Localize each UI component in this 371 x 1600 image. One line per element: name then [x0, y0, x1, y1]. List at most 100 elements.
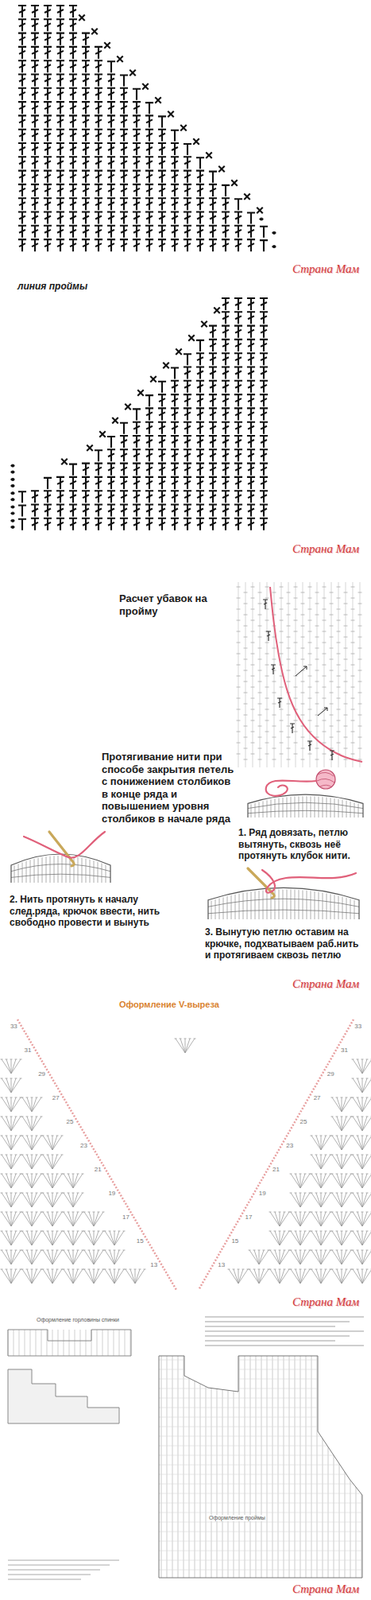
- stitch-symbol: [69, 225, 77, 237]
- chart-tick: [272, 669, 277, 671]
- stitch-symbol: [171, 463, 178, 475]
- chart-tick: [343, 680, 348, 682]
- fabric-hatch: [211, 900, 213, 919]
- grid-line: [322, 1350, 324, 1581]
- stitch-symbol: [82, 197, 89, 209]
- chart-tick: [308, 686, 313, 688]
- chart-tick: [343, 703, 348, 704]
- stitch-symbol: [57, 88, 64, 100]
- stitch-symbol: [69, 33, 77, 45]
- stitch-symbol: [260, 339, 267, 351]
- stitch-symbol: [146, 129, 153, 141]
- stitch-symbol: [19, 129, 26, 141]
- chart-tick: [351, 675, 356, 677]
- grid-line: [154, 1463, 366, 1465]
- instruction-heading: Протягивание нити при способе закрытия п…: [101, 749, 237, 825]
- fabric-hatch: [235, 893, 236, 919]
- stitch-symbol: [57, 74, 64, 86]
- stitch-symbol: [44, 490, 51, 502]
- fan-stitch: [0, 1210, 23, 1226]
- stitch-symbol: [222, 197, 229, 209]
- fan-stitch: [104, 1248, 126, 1264]
- stitch-symbol: [133, 115, 140, 127]
- stitch-symbol: [247, 339, 255, 351]
- chart-tick: [351, 586, 356, 588]
- label-slot: 21: [93, 1165, 103, 1173]
- chart-tick: [258, 614, 263, 615]
- stitch-symbol: [235, 435, 242, 447]
- grid-line: [57, 1328, 59, 1355]
- chart-tick: [322, 742, 327, 743]
- stitch-symbol: [44, 115, 51, 127]
- fan-stitch: [351, 1115, 371, 1130]
- chart-tick: [251, 708, 256, 710]
- chart-tick: [251, 653, 256, 654]
- chart-tick: [265, 730, 270, 732]
- stitch-symbol: [171, 170, 178, 182]
- chart-tick: [286, 747, 291, 749]
- fan-stitch: [269, 1229, 291, 1245]
- fabric-hatch: [14, 864, 16, 882]
- stitch-symbol: [108, 61, 115, 72]
- fabric-hatch: [278, 797, 280, 817]
- chart-tick: [286, 658, 291, 660]
- fan-stitch: [62, 1191, 85, 1206]
- stitch-symbol: [133, 421, 140, 433]
- chart-tick: [358, 725, 363, 727]
- fabric-hatch: [302, 888, 304, 919]
- chart-tick: [286, 614, 291, 615]
- stitch-chart: [11, 297, 267, 530]
- fan-stitch: [310, 1210, 333, 1226]
- row-number: 29: [37, 1070, 47, 1078]
- stitch-symbol: [19, 19, 26, 31]
- chart-tick: [351, 697, 356, 699]
- chart-tick: [322, 653, 327, 654]
- chart-line: [352, 581, 354, 767]
- stitch-symbol: [158, 197, 166, 209]
- fabric-hatch: [306, 795, 308, 817]
- stitch-symbol: [31, 239, 39, 251]
- fan-stitch: [310, 1153, 333, 1168]
- chart-tick: [329, 703, 334, 704]
- chart-line: [274, 581, 275, 767]
- stitch-symbol: [57, 60, 64, 72]
- stitch-symbol: [57, 197, 64, 209]
- fan-stitch: [351, 1229, 371, 1245]
- grid-line: [244, 1350, 246, 1581]
- stitch-symbol: [171, 448, 178, 460]
- fabric-hatch: [270, 888, 272, 919]
- fan-stitch: [0, 1058, 23, 1073]
- stitch-symbol: [11, 505, 15, 508]
- fan-stitch: [269, 1210, 291, 1226]
- chart-tick: [322, 675, 327, 677]
- stitch-symbol: [146, 212, 153, 224]
- stitch-symbol: [184, 367, 191, 379]
- stitch-symbol: [120, 239, 128, 251]
- chart-line: [359, 581, 361, 767]
- stitch-symbol: [222, 463, 229, 475]
- stitch-symbol: [133, 129, 140, 141]
- stitch-symbol: [158, 421, 166, 433]
- fabric-hatch: [318, 796, 320, 817]
- text-line: [204, 1338, 336, 1340]
- chart-line: [324, 581, 325, 767]
- stitch-symbol: [197, 421, 204, 433]
- stitch-symbol: [247, 297, 255, 310]
- chart-tick: [308, 697, 313, 699]
- grid-line: [154, 1491, 366, 1493]
- stitch-symbol: [133, 184, 140, 196]
- grid-line: [85, 1328, 87, 1355]
- stitch-symbol: [57, 129, 64, 141]
- stitch-symbol: [158, 239, 166, 251]
- grid-line: [119, 1328, 120, 1355]
- chart-tick: [236, 586, 241, 588]
- stitch-symbol: [69, 156, 77, 168]
- fabric-hatch: [282, 888, 284, 919]
- fabric-hatch: [274, 797, 276, 817]
- stitch-symbol: [57, 101, 64, 113]
- fabric-hatch: [306, 889, 308, 919]
- stitch-symbol: [57, 156, 64, 168]
- grid-line: [96, 1328, 98, 1355]
- grid-line: [154, 1501, 366, 1503]
